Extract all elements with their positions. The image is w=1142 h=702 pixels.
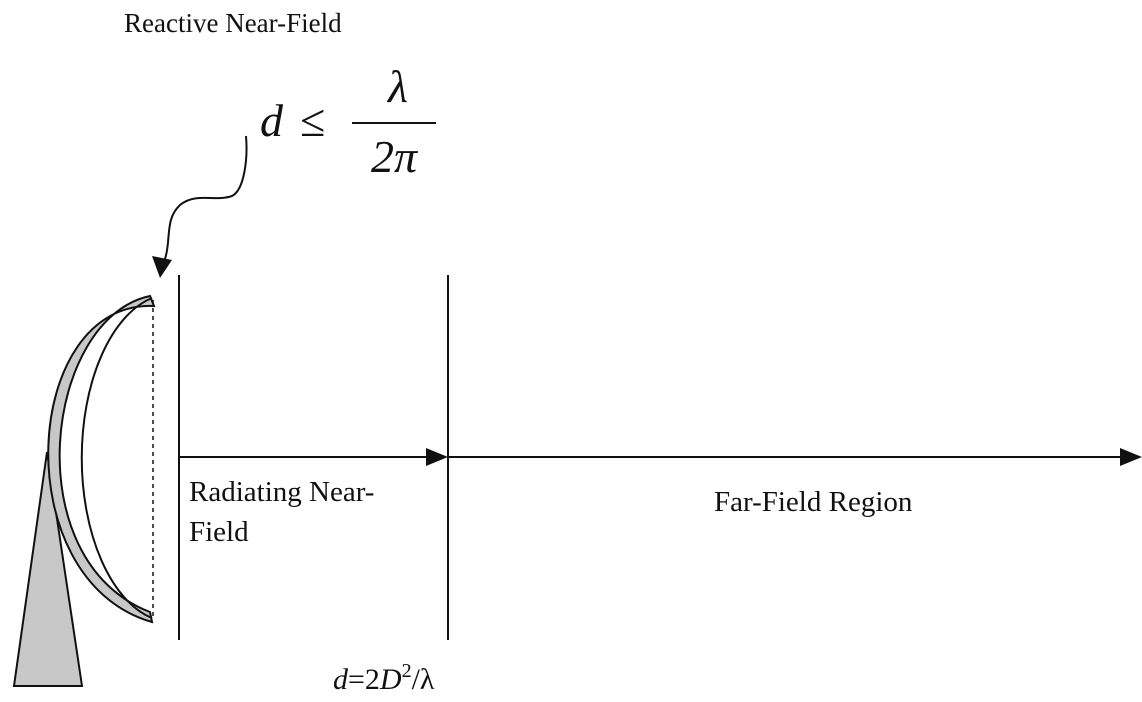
formula-fraction-bar [352, 122, 436, 124]
far-field-axis-arrowhead [1120, 448, 1142, 466]
far-field-region-label: Far-Field Region [714, 486, 913, 518]
far-formula-equals: =2 [348, 663, 380, 696]
far-formula-slash-lambda: /λ [411, 663, 435, 696]
formula-numerator: λ [388, 61, 408, 112]
far-field-boundary-formula: d=2D2/λ [333, 660, 434, 697]
reactive-callout-arrowhead [152, 256, 172, 278]
radiating-near-field-label-line1: Radiating Near- [189, 476, 375, 508]
formula-variable-d: d [260, 95, 283, 146]
far-formula-exponent: 2 [401, 660, 412, 682]
formula-denominator: 2π [370, 131, 418, 182]
antenna-dish-shape [80, 297, 153, 619]
reactive-near-field-label: Reactive Near-Field [124, 8, 342, 38]
formula-relation: ≤ [300, 95, 326, 146]
far-formula-d: d [333, 663, 348, 696]
antenna-dish [47, 294, 156, 624]
antenna-pedestal [12, 451, 84, 687]
radiating-axis-arrowhead [426, 448, 448, 466]
reactive-callout-arrow [163, 135, 248, 263]
radiating-near-field-label-line2: Field [189, 516, 249, 548]
far-formula-D: D [379, 663, 402, 696]
